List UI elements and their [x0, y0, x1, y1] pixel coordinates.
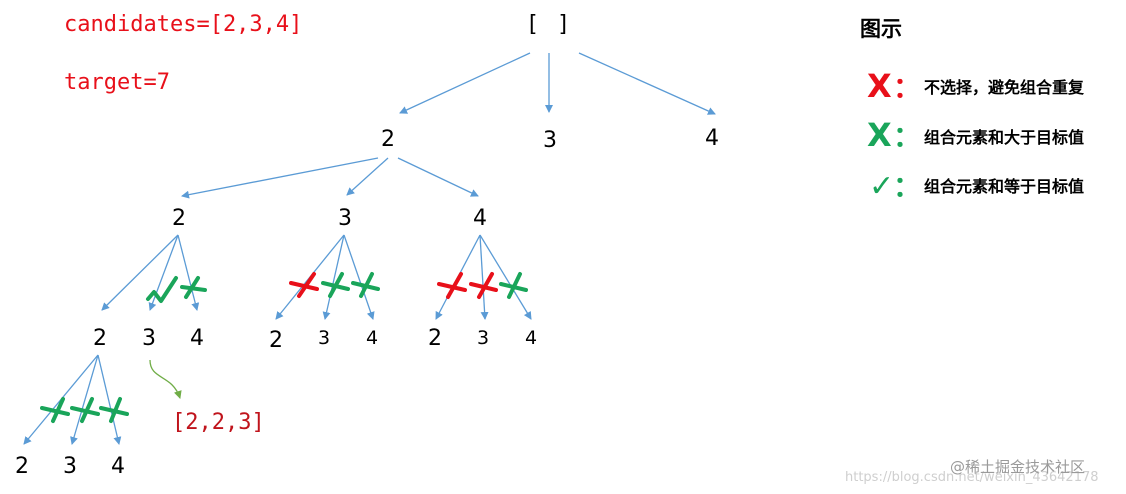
legend-title: 图示	[860, 17, 902, 41]
node-l1-2: 2	[381, 127, 395, 152]
root-node: [ ]	[529, 12, 567, 37]
edge-root-2	[399, 52, 531, 114]
green-x-icon	[40, 397, 70, 423]
node-c-2: 2	[428, 326, 442, 351]
node-l1-3: 3	[543, 128, 557, 153]
edge-2-3	[346, 157, 389, 196]
edge-2-2	[181, 157, 379, 199]
red-x-icon	[289, 272, 319, 298]
edge-d-3	[70, 354, 99, 445]
tree-markers	[40, 272, 528, 423]
node-l2-4: 4	[473, 206, 487, 231]
edge-c-4	[479, 234, 532, 320]
node-d-4: 4	[111, 454, 125, 479]
edge-root-4	[578, 52, 716, 115]
red-x-icon	[469, 272, 498, 299]
check-icon	[146, 276, 178, 303]
node-d-3: 3	[63, 454, 77, 479]
edge-a-3	[148, 234, 179, 311]
node-d-2: 2	[15, 454, 29, 479]
node-a-2: 2	[93, 326, 107, 351]
node-a-3: 3	[142, 326, 156, 351]
edge-2-4	[397, 157, 479, 197]
edge-b-4	[343, 234, 375, 320]
edge-a-2	[101, 234, 179, 311]
node-l2-2: 2	[172, 206, 186, 231]
edge-c-3	[479, 234, 489, 320]
legend-colon: ：	[893, 120, 921, 153]
red-x-icon: X	[867, 67, 892, 105]
node-a-4: 4	[190, 326, 204, 351]
green-x-icon	[321, 272, 350, 298]
watermark: @稀土掘金技术社区	[950, 458, 1085, 476]
target-label: target=7	[64, 70, 170, 95]
node-b-4: 4	[366, 327, 378, 349]
edge-b-3	[322, 234, 345, 320]
tree-edges	[23, 52, 716, 445]
green-x-icon	[99, 397, 129, 423]
node-c-4: 4	[525, 327, 537, 349]
green-x-icon: X	[867, 116, 892, 154]
green-x-icon	[180, 276, 207, 299]
green-x-icon	[70, 397, 100, 423]
candidates-label: candidates=[2,3,4]	[64, 12, 302, 37]
legend-colon: ：	[893, 71, 921, 104]
node-l1-4: 4	[705, 126, 719, 151]
check-icon: ✓	[869, 169, 894, 204]
legend-item-label: 组合元素和大于目标值	[924, 128, 1084, 147]
red-x-icon	[437, 272, 467, 299]
result-arrow	[149, 359, 182, 399]
green-x-icon	[351, 272, 380, 298]
green-x-icon	[499, 272, 528, 299]
watermark-faint: https://blog.csdn.net/weixin_43642178	[845, 470, 1099, 485]
node-l2-3: 3	[338, 206, 352, 231]
node-b-2: 2	[269, 328, 283, 353]
edge-d-4	[97, 354, 122, 445]
legend: 图示 X ： 不选择，避免组合重复 X ： 组合元素和大于目标值 ✓ ： 组合元…	[860, 17, 1085, 204]
legend-item-label: 不选择，避免组合重复	[924, 78, 1085, 97]
node-c-3: 3	[477, 327, 489, 349]
legend-colon: ：	[893, 170, 921, 203]
result-label: [2,2,3]	[172, 410, 265, 435]
legend-item-label: 组合元素和等于目标值	[924, 177, 1084, 196]
node-b-3: 3	[318, 327, 330, 349]
edge-a-4	[177, 234, 200, 311]
